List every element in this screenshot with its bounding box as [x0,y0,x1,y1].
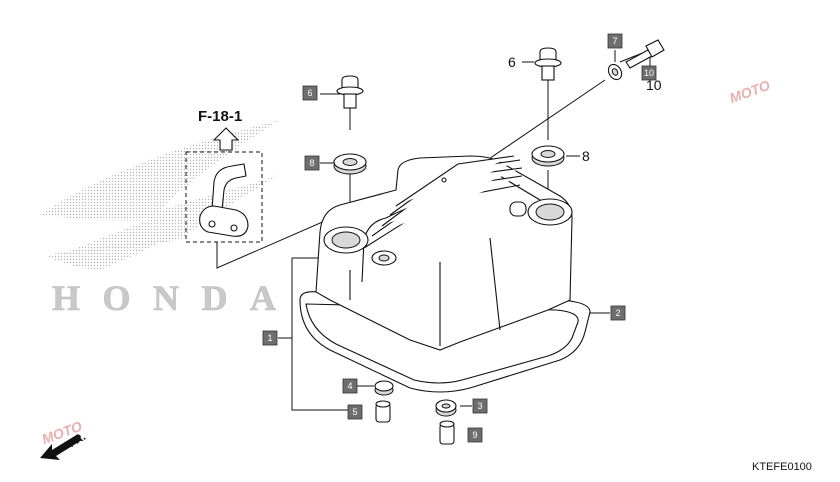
callout-7: 7 [607,33,623,49]
svg-text:10: 10 [644,68,654,78]
dowel-9 [439,420,455,445]
up-arrow-icon [212,127,240,151]
breather-detail [185,151,263,243]
callout-2: 2 [610,305,626,321]
reference-label: F-18-1 [198,108,242,125]
dowel-5 [375,400,391,423]
callout-9: 9 [467,427,483,443]
cylinder-head-cover [299,155,591,393]
honda-wing-logo [40,120,280,270]
svg-text:3: 3 [477,401,482,411]
svg-text:6: 6 [307,88,312,98]
svg-text:2: 2 [615,308,620,318]
bolt-6-left [336,75,364,128]
bolt-10 [625,39,665,69]
seal-8-left [333,153,367,175]
bolt-6-right [534,47,562,98]
callout-3: 3 [472,398,488,414]
callout-8-plain: 8 [582,148,590,164]
svg-text:7: 7 [612,36,617,46]
moto-watermark-top: MOTO [727,77,772,106]
washer-7 [607,63,623,81]
callout-5: 5 [347,404,363,420]
svg-text:5: 5 [352,407,357,417]
callout-4: 4 [342,378,358,394]
honda-logo-text: HONDA [52,278,282,318]
svg-text:9: 9 [472,430,477,440]
callout-6-plain: 6 [508,54,516,70]
diagram-code: KTEFE0100 [752,461,812,473]
callout-6: 6 [302,85,318,101]
grommet-3 [435,399,457,417]
callout-1: 1 [262,330,278,346]
grommet-4 [374,380,394,396]
seal-8-right [531,145,565,167]
front-arrow-icon [40,434,82,460]
svg-text:1: 1 [267,333,272,343]
callout-10-plain: 10 [646,77,662,93]
svg-text:8: 8 [309,158,314,168]
svg-text:4: 4 [347,381,352,391]
callout-10: 10 [641,65,657,81]
callout-8: 8 [304,155,320,171]
